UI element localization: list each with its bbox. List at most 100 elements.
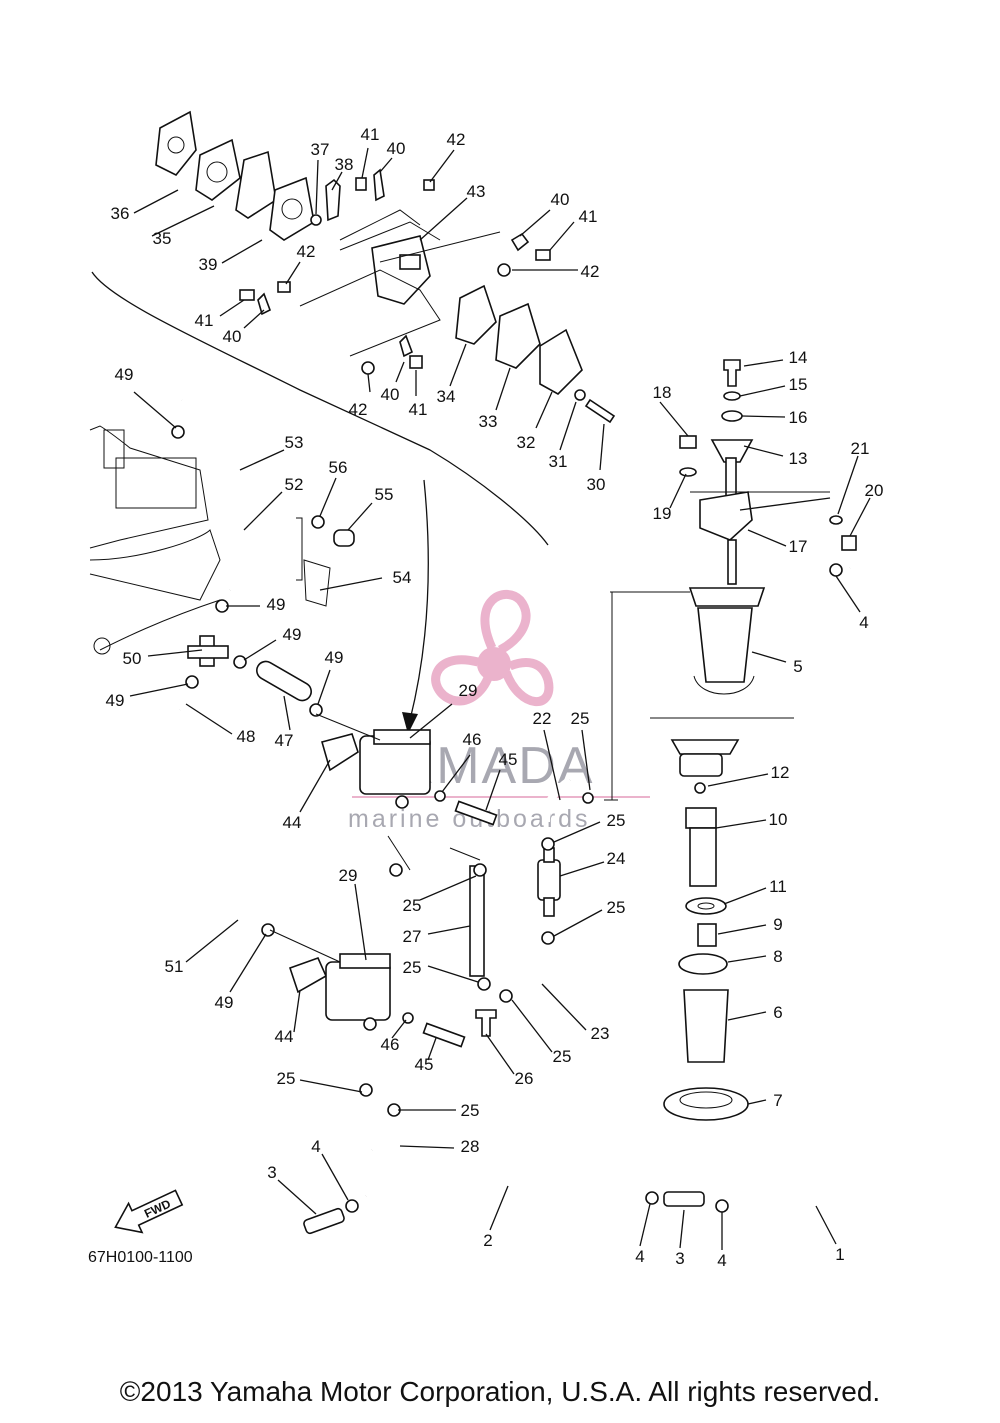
callout-7: 7 xyxy=(773,1091,782,1110)
leader-lines-lower xyxy=(129,391,837,1250)
callout-49: 49 xyxy=(215,993,234,1012)
callout-4: 4 xyxy=(717,1251,726,1270)
callout-49: 49 xyxy=(106,691,125,710)
callout-23: 23 xyxy=(591,1024,610,1043)
callout-3: 3 xyxy=(675,1249,684,1268)
callout-30: 30 xyxy=(587,475,606,494)
cylinder-pointer-arrow xyxy=(409,479,430,721)
callout-25: 25 xyxy=(403,896,422,915)
callout-35: 35 xyxy=(153,229,172,248)
callout-31: 31 xyxy=(549,452,568,471)
callout-56: 56 xyxy=(329,458,348,477)
callout-1: 1 xyxy=(835,1245,844,1264)
callout-45: 45 xyxy=(499,750,518,769)
callout-43: 43 xyxy=(467,182,486,201)
callout-46: 46 xyxy=(463,730,482,749)
callout-8: 8 xyxy=(773,947,782,966)
callout-4: 4 xyxy=(635,1247,644,1266)
callout-40: 40 xyxy=(387,139,406,158)
callout-22: 22 xyxy=(533,709,552,728)
callout-24: 24 xyxy=(607,849,626,868)
callout-41: 41 xyxy=(361,125,380,144)
arrow-head-icon xyxy=(402,712,418,734)
callout-25: 25 xyxy=(553,1047,572,1066)
callout-49: 49 xyxy=(115,365,134,384)
callout-15: 15 xyxy=(789,375,808,394)
callout-labels: 36 35 39 37 38 41 40 42 43 40 41 42 42 4… xyxy=(106,125,884,1270)
callout-9: 9 xyxy=(773,915,782,934)
callout-3: 3 xyxy=(267,1163,276,1182)
callout-17: 17 xyxy=(789,537,808,556)
callout-41: 41 xyxy=(579,207,598,226)
fuel-hoses xyxy=(163,357,910,1214)
inline-filter-24 xyxy=(537,847,561,917)
callout-33: 33 xyxy=(479,412,498,431)
diagram-code: 67H0100-1100 xyxy=(88,1249,193,1266)
propeller-hub-icon xyxy=(477,647,511,681)
callout-49: 49 xyxy=(283,625,302,644)
callout-41: 41 xyxy=(195,311,214,330)
callout-37: 37 xyxy=(311,140,330,159)
callout-40: 40 xyxy=(381,385,400,404)
callout-2: 2 xyxy=(483,1231,492,1250)
callout-42: 42 xyxy=(297,242,316,261)
callout-25: 25 xyxy=(277,1069,296,1088)
callout-11: 11 xyxy=(769,877,787,896)
callout-5: 5 xyxy=(793,657,802,676)
callout-20: 20 xyxy=(865,481,884,500)
callout-44: 44 xyxy=(283,813,302,832)
callout-49: 49 xyxy=(267,595,286,614)
callout-21: 21 xyxy=(851,439,870,458)
callout-42: 42 xyxy=(447,130,466,149)
callout-53: 53 xyxy=(285,433,304,452)
callout-40: 40 xyxy=(551,190,570,209)
callout-10: 10 xyxy=(769,810,788,829)
callout-29: 29 xyxy=(459,681,478,700)
callout-55: 55 xyxy=(375,485,394,504)
callout-28: 28 xyxy=(461,1137,480,1156)
leader-lines xyxy=(133,147,605,471)
propeller-logo-icon xyxy=(431,589,554,707)
callout-40: 40 xyxy=(223,327,242,346)
callout-42: 42 xyxy=(581,262,600,281)
fuel-filter-assembly xyxy=(650,359,857,1121)
callout-29: 29 xyxy=(339,866,358,885)
callout-34: 34 xyxy=(437,387,456,406)
callout-4: 4 xyxy=(311,1137,320,1156)
callout-45: 45 xyxy=(415,1055,434,1074)
hose-clamps xyxy=(171,425,843,1235)
callout-6: 6 xyxy=(773,1003,782,1022)
callout-51: 51 xyxy=(165,957,184,976)
callout-49: 49 xyxy=(325,648,344,667)
callout-13: 13 xyxy=(789,449,808,468)
callout-48: 48 xyxy=(237,727,256,746)
callout-25: 25 xyxy=(461,1101,480,1120)
callout-12: 12 xyxy=(771,763,790,782)
callout-52: 52 xyxy=(285,475,304,494)
callout-25: 25 xyxy=(607,811,626,830)
callout-19: 19 xyxy=(653,504,672,523)
callout-47: 47 xyxy=(275,731,294,750)
callout-4: 4 xyxy=(859,613,868,632)
callout-39: 39 xyxy=(199,255,218,274)
callout-25: 25 xyxy=(571,709,590,728)
callout-18: 18 xyxy=(653,383,672,402)
callout-14: 14 xyxy=(789,348,808,367)
engine-block-outline xyxy=(89,425,355,667)
fuel-pump-lower xyxy=(288,953,497,1048)
fuel-pump-upper xyxy=(321,729,498,826)
leader-lines-right xyxy=(659,359,871,1105)
callout-25: 25 xyxy=(607,898,626,917)
callout-46: 46 xyxy=(381,1035,400,1054)
callout-36: 36 xyxy=(111,204,130,223)
fuel-pump-exploded-parts xyxy=(155,110,616,424)
callout-25: 25 xyxy=(403,958,422,977)
callout-44: 44 xyxy=(275,1027,294,1046)
fwd-arrow-icon: FWD xyxy=(114,1189,184,1234)
callout-54: 54 xyxy=(393,568,412,587)
callout-38: 38 xyxy=(335,155,354,174)
callout-32: 32 xyxy=(517,433,536,452)
callout-42: 42 xyxy=(349,400,368,419)
section-divider xyxy=(91,271,549,546)
callout-16: 16 xyxy=(789,408,808,427)
